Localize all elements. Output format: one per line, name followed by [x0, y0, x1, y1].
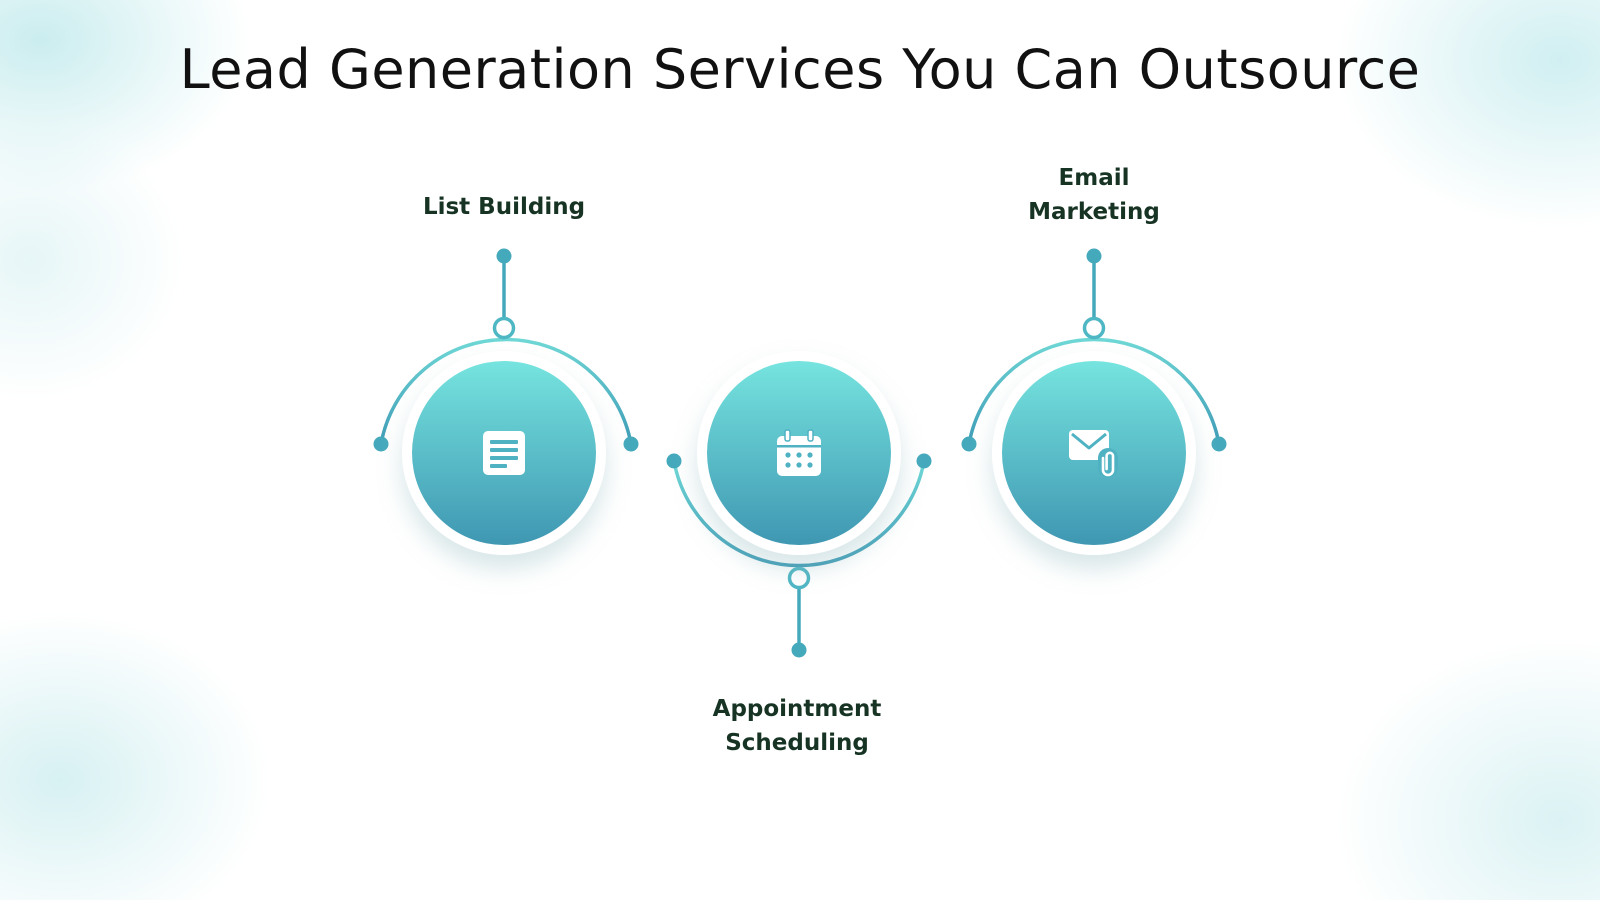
service-node-email-marketing	[961, 248, 1227, 555]
calendar-icon	[774, 428, 824, 478]
arc-email-marketing	[967, 337, 1221, 445]
arc-end-dot	[961, 436, 977, 452]
email-attachment-icon	[1067, 426, 1118, 478]
document-icon	[479, 428, 529, 478]
label-line: List Building	[422, 194, 586, 220]
service-label-appointment-scheduling: Appointment Scheduling	[667, 692, 927, 760]
arc-appointment-scheduling	[672, 460, 926, 568]
label-line: Marketing	[1028, 199, 1160, 225]
label-line: Email	[1058, 165, 1130, 191]
connector-end-dot	[791, 642, 807, 658]
connector-end-dot	[496, 248, 512, 264]
arc-end-dot	[666, 453, 682, 469]
label-line: Appointment	[712, 696, 882, 722]
service-label-email-marketing: Email Marketing	[964, 161, 1224, 229]
connector-ring	[787, 566, 811, 590]
arc-list-building	[379, 337, 633, 445]
service-node-list-building	[373, 248, 639, 555]
arc-end-dot	[916, 453, 932, 469]
connector-end-dot	[1086, 248, 1102, 264]
connector-ring	[1082, 316, 1106, 340]
page-title: Lead Generation Services You Can Outsour…	[179, 38, 1421, 101]
arc-end-dot	[373, 436, 389, 452]
service-node-appointment-scheduling	[666, 351, 932, 658]
label-line: Scheduling	[725, 730, 869, 756]
arc-end-dot	[623, 436, 639, 452]
arc-end-dot	[1211, 436, 1227, 452]
service-label-list-building: List Building	[374, 190, 634, 224]
connector-ring	[492, 316, 516, 340]
